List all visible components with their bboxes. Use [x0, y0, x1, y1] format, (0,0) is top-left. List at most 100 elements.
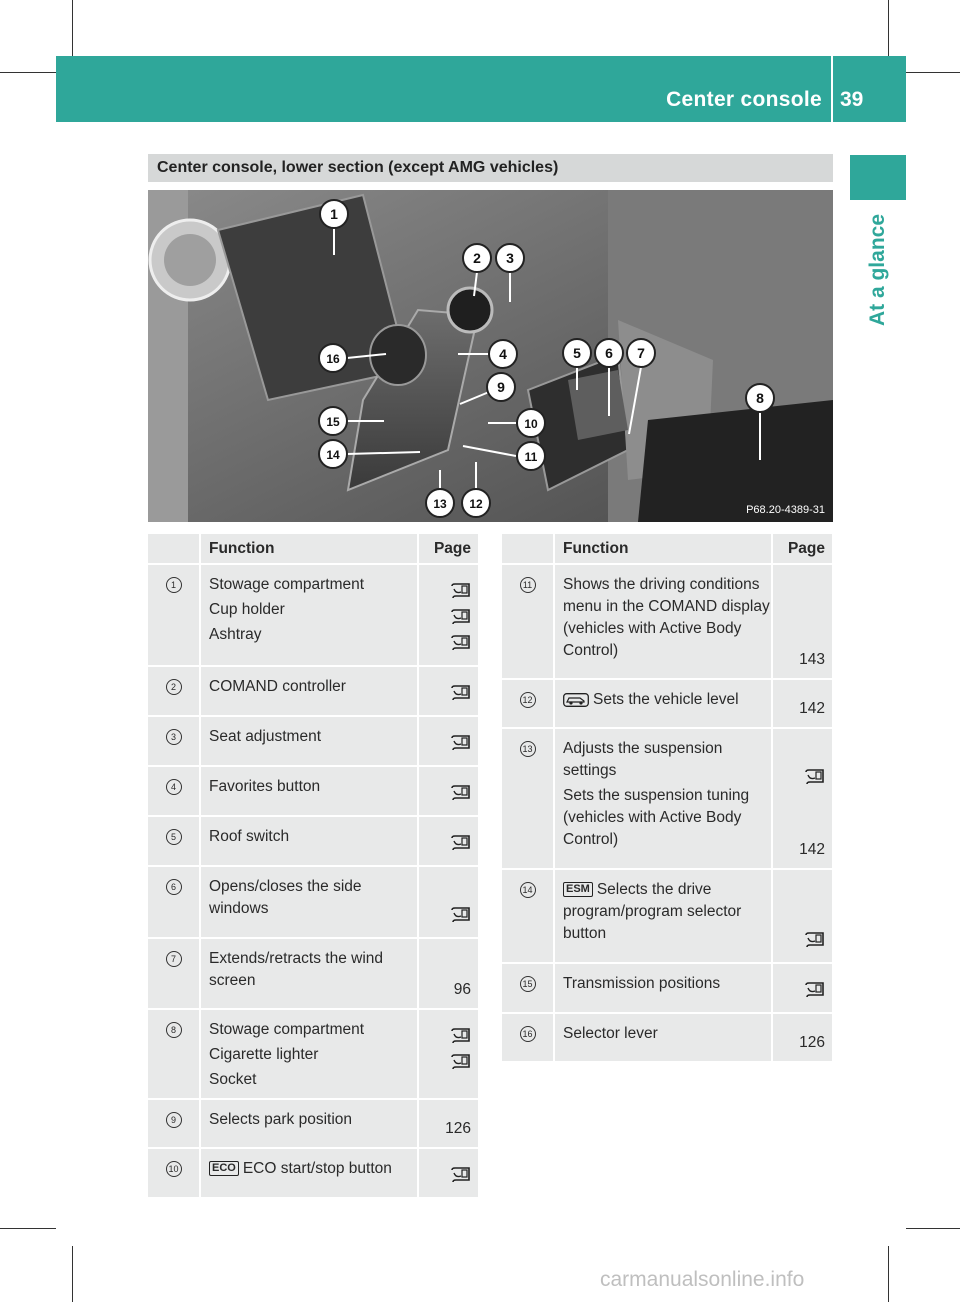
vehicle-level-icon [563, 692, 589, 707]
function-cell: Selector lever [555, 1014, 773, 1061]
table-header-row: Function Page [502, 534, 832, 563]
callout-number-label: 3 [165, 729, 182, 745]
function-text: Extends/retracts the wind screen [209, 948, 417, 992]
table-row: 4 Favorites button [148, 767, 478, 815]
function-text: Selector lever [563, 1023, 771, 1045]
crop-mark [906, 72, 960, 73]
callout-number: 6 [148, 867, 201, 937]
callout-number-label: 16 [519, 1026, 536, 1042]
console-illustration: 1 2 3 4 5 6 7 8 9 10 11 12 13 14 15 16 [148, 190, 833, 522]
callout-1: 1 [319, 199, 349, 255]
function-cell: Extends/retracts the wind screen [201, 939, 419, 1008]
crop-mark [72, 0, 73, 56]
callout-number: 3 [148, 717, 201, 765]
page-cell: 143 [773, 565, 832, 678]
table-header-row: Function Page [148, 534, 478, 563]
callout-4: 4 [458, 339, 518, 369]
function-label: Favorites button [209, 778, 321, 795]
drive-program-icon: ESM [563, 882, 593, 898]
page-entry [773, 982, 825, 1005]
manual-reference-icon [451, 1054, 470, 1070]
callout-number: 12 [502, 680, 555, 727]
eco-button-icon: ECO [209, 1161, 239, 1177]
svg-text:8: 8 [756, 390, 764, 406]
callout-number: 4 [148, 767, 201, 815]
callout-12: 12 [461, 462, 491, 518]
svg-text:5: 5 [573, 345, 581, 361]
page-entry [419, 1054, 471, 1077]
function-text: Selects park position [209, 1109, 417, 1131]
svg-text:2: 2 [473, 250, 481, 266]
page-number-ref: 126 [799, 1034, 825, 1051]
manual-reference-icon [805, 932, 824, 948]
callout-number-label: 9 [165, 1112, 182, 1128]
function-cell: COMAND controller [201, 667, 419, 715]
function-label: Opens/closes the side windows [209, 878, 362, 917]
page-cell: 126 [419, 1100, 478, 1147]
page-number: 39 [840, 88, 864, 111]
page-number-ref: 142 [799, 841, 825, 858]
svg-text:9: 9 [497, 379, 505, 395]
function-cell: Seat adjustment [201, 717, 419, 765]
function-cell: Shows the driving conditions menu in the… [555, 565, 773, 678]
callout-7: 7 [626, 338, 656, 435]
manual-reference-icon [451, 907, 470, 923]
page-cell [419, 717, 478, 765]
callout-number-label: 10 [165, 1161, 182, 1177]
section-title: Center console, lower section (except AM… [157, 159, 559, 176]
callout-number-label: 5 [165, 829, 182, 845]
photo-code: P68.20-4389-31 [746, 504, 825, 516]
function-cell: Opens/closes the side windows [201, 867, 419, 937]
function-text: Cup holder [209, 599, 417, 621]
callout-number-label: 4 [165, 779, 182, 795]
page-number-ref: 126 [445, 1120, 471, 1137]
function-label: Cup holder [209, 601, 285, 618]
function-text: Sets the suspension tuning (vehicles wit… [563, 785, 771, 851]
function-header: Function [201, 534, 419, 563]
function-label: Stowage compartment [209, 1021, 365, 1038]
callout-number: 8 [148, 1010, 201, 1098]
table-row: 2 COMAND controller [148, 667, 478, 715]
callout-number-label: 2 [165, 679, 182, 695]
callout-number-label: 12 [519, 692, 536, 708]
callout-number-label: 14 [519, 882, 536, 898]
callout-16: 16 [318, 343, 387, 373]
page-header: Page [419, 534, 478, 563]
page-cell [419, 565, 478, 665]
page-cell: 142 [773, 729, 832, 868]
page-entry [773, 932, 825, 955]
page-cell: 96 [419, 939, 478, 1008]
callout-14: 14 [318, 439, 421, 469]
callout-9: 9 [459, 372, 516, 405]
page-cell [419, 1010, 478, 1098]
function-header: Function [555, 534, 773, 563]
crop-mark [0, 72, 56, 73]
page-cell: 126 [773, 1014, 832, 1061]
callout-13: 13 [425, 470, 455, 518]
svg-text:16: 16 [326, 352, 340, 366]
page-entry [419, 635, 471, 658]
function-text: Socket [209, 1069, 417, 1091]
callout-11: 11 [462, 441, 546, 471]
function-text: Ashtray [209, 624, 417, 646]
function-text: Adjusts the suspension settings [563, 738, 771, 782]
page-cell [773, 964, 832, 1012]
function-label: Selector lever [563, 1025, 658, 1042]
page-cell [419, 1149, 478, 1197]
callout-6: 6 [594, 338, 624, 416]
callout-3: 3 [495, 243, 525, 302]
table-row: 3 Seat adjustment [148, 717, 478, 765]
comand-controller-knob [446, 286, 494, 334]
svg-text:15: 15 [326, 415, 340, 429]
